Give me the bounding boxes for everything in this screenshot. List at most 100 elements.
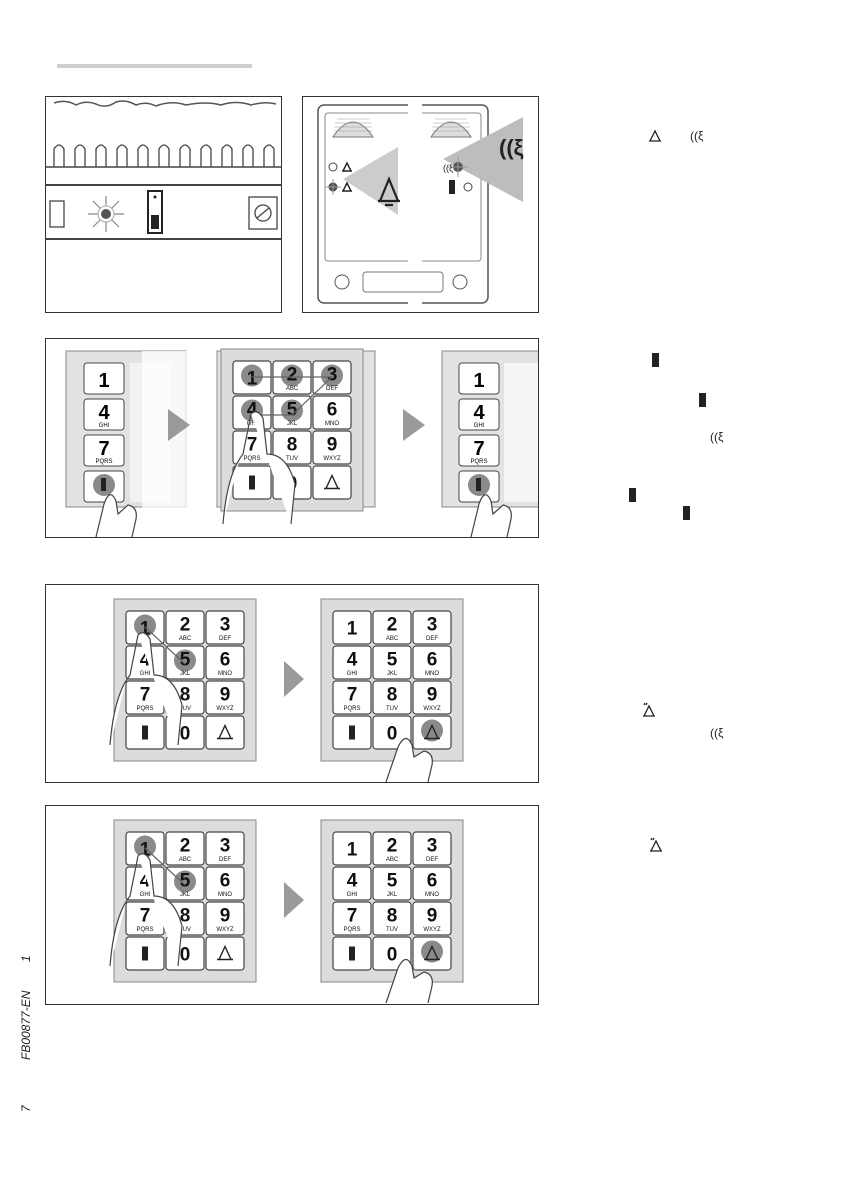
svg-text:DEF: DEF xyxy=(219,636,231,642)
keypad-key[interactable]: 1 xyxy=(332,831,372,866)
step-arrow xyxy=(284,882,304,918)
svg-text:ABC: ABC xyxy=(386,857,399,863)
bell-icon xyxy=(424,944,440,961)
svg-text:4: 4 xyxy=(247,400,258,421)
svg-text:DEF: DEF xyxy=(326,386,338,392)
keypad-key[interactable] xyxy=(232,465,272,500)
keypad-key[interactable] xyxy=(412,715,452,750)
svg-text:2: 2 xyxy=(180,836,191,857)
keypad-key[interactable] xyxy=(412,936,452,971)
svg-text:WXYZ: WXYZ xyxy=(323,456,341,462)
page-number: 7 xyxy=(19,1105,33,1112)
keypad-key[interactable] xyxy=(332,936,372,971)
svg-text:0: 0 xyxy=(180,724,191,745)
svg-text:5: 5 xyxy=(180,650,191,671)
figure-board-led xyxy=(45,96,282,313)
panel-leds-illustration: ((ξ ((ξ xyxy=(317,102,524,307)
bell-icon xyxy=(424,723,440,740)
svg-text:8: 8 xyxy=(287,435,298,456)
svg-text:1: 1 xyxy=(140,840,151,861)
svg-text:5: 5 xyxy=(387,650,398,671)
svg-text:PQRS: PQRS xyxy=(136,927,153,933)
svg-text:JKL: JKL xyxy=(387,671,398,677)
door-icon xyxy=(652,353,659,367)
pointing-hand xyxy=(222,411,296,525)
svg-text:9: 9 xyxy=(220,685,231,706)
svg-text:9: 9 xyxy=(327,435,338,456)
svg-text:MNO: MNO xyxy=(325,421,339,427)
svg-text:MNO: MNO xyxy=(425,892,439,898)
svg-text:5: 5 xyxy=(180,871,191,892)
svg-text:9: 9 xyxy=(220,906,231,927)
svg-text:GHI: GHI xyxy=(140,671,151,677)
svg-text:WXYZ: WXYZ xyxy=(216,706,234,712)
door-icon xyxy=(142,725,148,740)
svg-text:7: 7 xyxy=(140,685,151,706)
svg-text:2: 2 xyxy=(287,365,298,386)
svg-text:PQRS: PQRS xyxy=(470,459,487,465)
svg-text:0: 0 xyxy=(180,945,191,966)
svg-text:MNO: MNO xyxy=(218,892,232,898)
keypad-key[interactable] xyxy=(312,465,352,500)
svg-text:WXYZ: WXYZ xyxy=(423,706,441,712)
keypad-key[interactable] xyxy=(125,936,165,971)
step-arrow xyxy=(284,661,304,697)
svg-text:JKL: JKL xyxy=(287,421,298,427)
svg-text:1: 1 xyxy=(140,619,151,640)
svg-text:ABC: ABC xyxy=(179,636,192,642)
keypad-key[interactable] xyxy=(125,715,165,750)
svg-text:7: 7 xyxy=(98,438,109,460)
keypad-key[interactable] xyxy=(332,715,372,750)
svg-text:PQRS: PQRS xyxy=(243,456,260,462)
svg-text:ABC: ABC xyxy=(286,386,299,392)
svg-text:7: 7 xyxy=(247,435,258,456)
svg-text:6: 6 xyxy=(327,400,338,421)
svg-text:2: 2 xyxy=(387,615,398,636)
svg-text:TUV: TUV xyxy=(179,706,191,712)
keypad-key[interactable] xyxy=(205,936,245,971)
door-icon xyxy=(142,946,148,961)
svg-text:3: 3 xyxy=(220,615,231,636)
svg-text:GHI: GHI xyxy=(347,892,358,898)
svg-text:((ξ: ((ξ xyxy=(710,726,724,740)
keypad-key[interactable] xyxy=(205,715,245,750)
keypad-key[interactable]: 1 xyxy=(332,610,372,645)
svg-text:5: 5 xyxy=(387,871,398,892)
header-rule xyxy=(57,64,252,68)
svg-text:((ξ: ((ξ xyxy=(690,129,704,143)
